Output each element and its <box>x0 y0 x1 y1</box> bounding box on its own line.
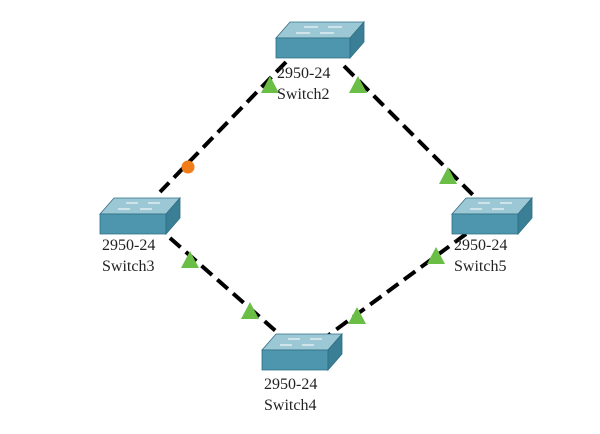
port-up-indicator-switch4-to-switch5 <box>348 307 366 324</box>
switch3-name-label: Switch3 <box>102 258 154 275</box>
switch5-device[interactable] <box>451 196 533 236</box>
port-up-indicator-switch3-to-switch4 <box>181 251 199 268</box>
switch5-name-label: Switch5 <box>454 258 506 275</box>
switch4-device[interactable] <box>261 332 343 372</box>
port-up-indicator-switch2-to-switch3 <box>261 76 279 93</box>
link-switch5-switch4[interactable] <box>320 232 468 342</box>
switch4-name-label: Switch4 <box>264 397 316 414</box>
switch5-model-label: 2950-24 <box>454 237 507 254</box>
port-indicators-layer <box>181 76 457 324</box>
switch2-name-label: Switch2 <box>277 86 329 103</box>
port-up-indicator-switch5-to-switch2 <box>439 167 457 184</box>
port-up-indicator-switch4-to-switch3 <box>241 302 259 319</box>
switch2-model-label: 2950-24 <box>277 65 330 82</box>
port-blocked-indicator-switch3-to-switch2 <box>181 160 195 174</box>
switch-icon <box>261 332 343 372</box>
link-switch3-switch4[interactable] <box>168 236 288 342</box>
switch-icon <box>99 196 181 236</box>
switch-icon <box>275 20 365 60</box>
switch2-device[interactable] <box>275 20 365 60</box>
link-switch2-switch5[interactable] <box>342 64 476 198</box>
switch4-model-label: 2950-24 <box>264 376 317 393</box>
switch3-model-label: 2950-24 <box>102 237 155 254</box>
switch-icon <box>451 196 533 236</box>
links-layer <box>158 60 476 342</box>
port-up-indicator-switch2-to-switch5 <box>349 76 367 93</box>
port-up-indicator-switch5-to-switch4 <box>427 247 445 264</box>
switch3-device[interactable] <box>99 196 181 236</box>
link-switch2-switch3[interactable] <box>158 60 288 194</box>
